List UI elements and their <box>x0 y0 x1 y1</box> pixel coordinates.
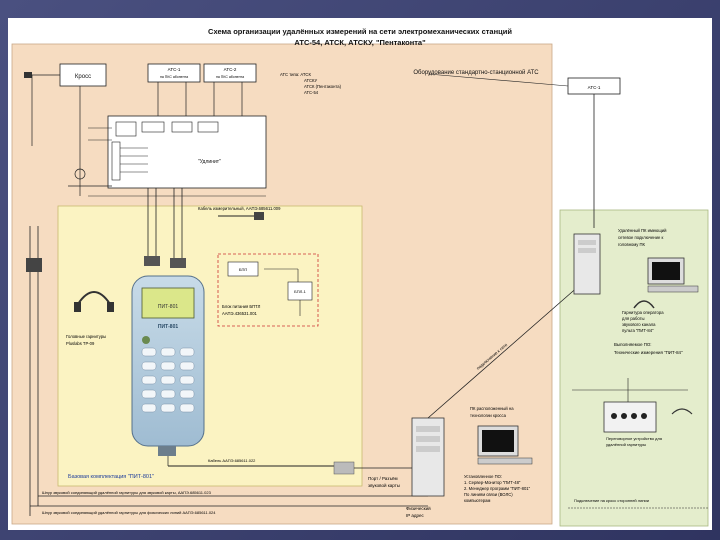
cable-mes-label: Кабель измерительный, ААПЭ.685611.009 <box>198 206 281 211</box>
bptl-label: Блок питания БПТЛ <box>222 304 261 309</box>
pult-label-2: удалённой гарнитуры <box>606 442 646 447</box>
headset-operator-label-3: звукового канала <box>622 322 656 327</box>
remote-pc-label-2: сетевое подключение к <box>618 235 663 240</box>
headset-left-sub: Pluslabs TP-09 <box>66 341 95 346</box>
headset-left-label: Головные гарнитуры <box>66 334 106 339</box>
pc-remote-label: ПК расположенный на <box>470 406 514 411</box>
bpp-box <box>227 261 259 277</box>
cable-cross-label: Кабель ААПЭ.685611.022 <box>208 458 256 463</box>
remote-kross-note: Подключение на кросс сторонней линии <box>574 498 649 503</box>
cord1-label: Шнур звуковой соединяющий удалённой гарн… <box>42 490 212 495</box>
headset-operator-icon <box>633 300 655 309</box>
device-brand: ПИТ-801 <box>158 324 178 330</box>
base-kit-label: Базовая комплектация "ПИТ-801" <box>68 474 154 480</box>
installed-sw-right: Выполняемое ПО: <box>614 342 652 347</box>
remote-pc-tower-icon <box>573 233 601 295</box>
title-line-1: Схема организации удалённых измерений на… <box>208 27 512 36</box>
remote-pc-label: Удалённый ПК имеющий <box>618 228 667 233</box>
pc-remote-label-2: технологии кросса <box>470 413 507 418</box>
installed-sw-4: компьютерам <box>464 498 490 503</box>
diagram-canvas: Схема организации удалённых измерений на… <box>11 27 709 527</box>
bptl-dashed-area <box>217 253 319 327</box>
atc-top1-sub: на ПКС абонента <box>160 75 188 79</box>
atc-top1-box <box>147 63 201 83</box>
atc-types-3: АТСК (Пентаконта) <box>304 84 342 89</box>
atc-right-label: АТС-1 <box>588 85 601 90</box>
remote-monitor-icon <box>647 257 699 293</box>
atc-types-1: АТС типа: АТСК <box>280 72 311 77</box>
headset-operator-label-4: пульта "ПИТ-84" <box>622 328 654 333</box>
atc-types-4: АТС-54 <box>304 90 319 95</box>
eth-label-2: IP адрес <box>406 513 425 518</box>
remote-pc-label-3: головному ПК <box>618 242 646 247</box>
port-label: Порт / Разъём <box>368 476 398 481</box>
installed-sw-1: 1. Сервер-Монитор "ПИТ-48" <box>464 480 521 485</box>
atc-top2-label: АТС-2 <box>224 67 237 72</box>
port-label-2: звуковой карты <box>368 482 400 488</box>
monitor-icon <box>477 425 533 465</box>
device-screen-text: ПИТ-801 <box>158 304 178 310</box>
atc-types-2: АТСКУ <box>304 78 318 83</box>
headset-operator-label-2: для работы <box>622 316 645 321</box>
atc-top1-label: АТС-1 <box>168 67 181 72</box>
bpl-label: БПЛ-1 <box>294 289 306 294</box>
pit801-device: ПИТ-801 ПИТ-801 <box>131 275 205 456</box>
base-kit-zone <box>57 205 363 487</box>
atc-top2-sub: на ПКС абонента <box>216 75 244 79</box>
installed-sw-2: 2. Менеджер программ "ПИТ-801" <box>464 486 531 491</box>
atc-top2-box <box>203 63 257 83</box>
kross-label: Кросс <box>75 74 91 80</box>
headset-left-icon <box>74 291 114 312</box>
title-line-2: АТС-54, АТСК, АТСКУ, "Пентаконта" <box>294 38 426 47</box>
installed-sw-right-1: Технические измерения "ПИТ-84" <box>614 350 683 355</box>
headset-operator-label: Гарнитура оператора <box>622 310 664 315</box>
installed-sw-label: Установленное ПО: <box>464 474 502 479</box>
udlinitel-label: "Удлинит" <box>198 159 221 165</box>
cord2-label: Шнур звуковой соединяющий удалённой гарн… <box>42 510 216 515</box>
bptl-code: ААПЭ.436531.001 <box>222 311 258 316</box>
pc-tower-icon <box>411 417 445 497</box>
installed-sw-3: По линиям связи (ВОЛС) <box>464 492 513 497</box>
bpp-label: БПП <box>239 267 248 272</box>
eth-label: Физический <box>406 505 431 511</box>
pult-label: Переговорное устройство для <box>606 436 662 441</box>
diagram-sheet: Схема организации удалённых измерений на… <box>8 18 712 530</box>
pult-box <box>603 401 657 433</box>
station-zone-label: Оборудование стандартно-станционной АТС <box>413 69 539 76</box>
